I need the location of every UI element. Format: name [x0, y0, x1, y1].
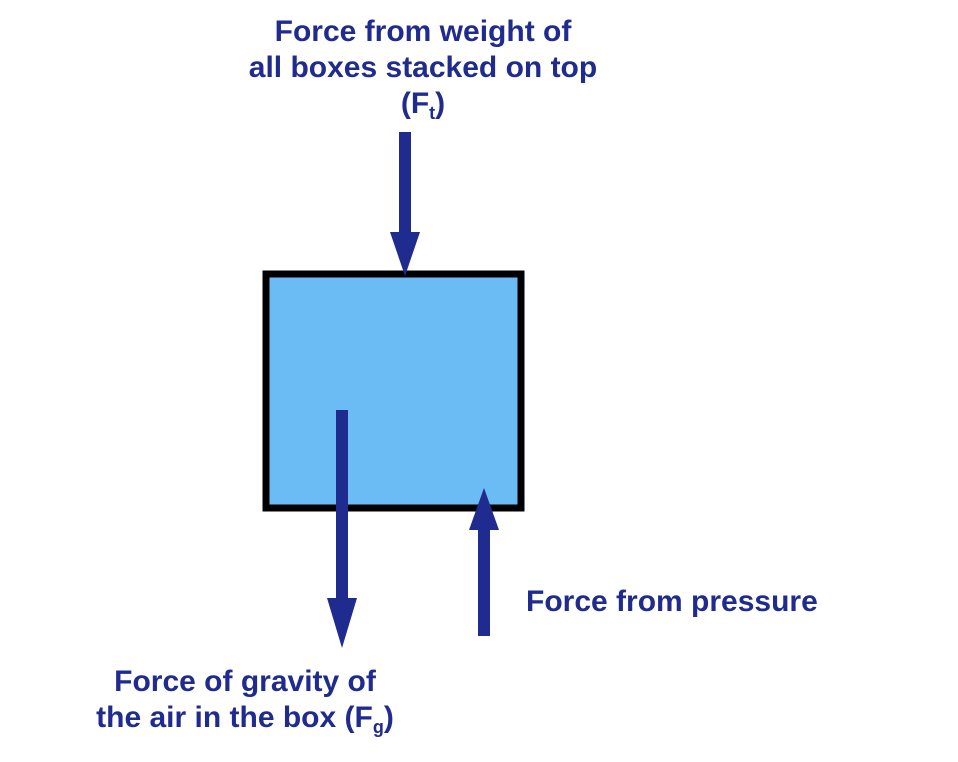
symbol-subscript-g: g [372, 717, 384, 737]
label-gravity-force: Force of gravity of the air in the box (… [40, 664, 450, 736]
label-pressure-force: Force from pressure [526, 585, 818, 618]
label-gravity-line2-text: the air in the box (F [96, 701, 373, 734]
label-top-symbol: (Ft) [0, 86, 846, 122]
arrow-pressure-force [469, 488, 499, 636]
arrow-top-force [390, 132, 420, 276]
label-top-line1: Force from weight of [274, 15, 572, 48]
label-gravity-line1: Force of gravity of [114, 665, 376, 698]
label-top-line2: all boxes stacked on top [248, 51, 598, 84]
symbol-close: ) [435, 87, 446, 120]
symbol-subscript-t: t [429, 103, 436, 123]
symbol-open: (F [400, 87, 430, 120]
symbol-close-g: ) [383, 701, 394, 734]
air-box [262, 270, 525, 512]
arrow-gravity-force [327, 410, 357, 648]
label-gravity-line2: the air in the box (Fg) [40, 700, 450, 736]
label-top-force: Force from weight of all boxes stacked o… [0, 14, 846, 122]
